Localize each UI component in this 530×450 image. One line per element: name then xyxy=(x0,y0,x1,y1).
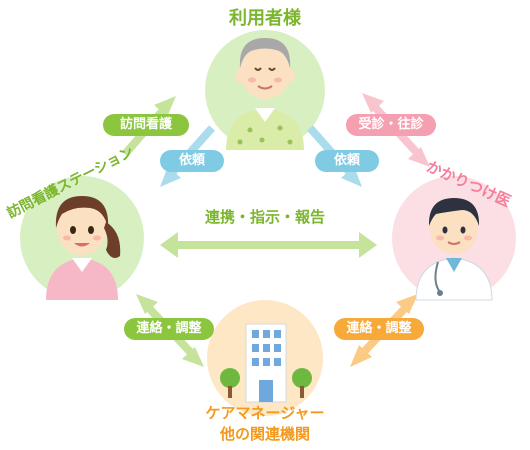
arrow-nursing-doctor xyxy=(160,232,377,258)
nurse-illustration xyxy=(46,196,121,300)
edge-label-coordination: 連携・指示・報告 xyxy=(204,208,325,226)
elderly-user-illustration xyxy=(226,38,304,150)
edge-label-contact-adjust-left: 連絡・調整 xyxy=(124,318,214,340)
care-manager-label: ケアマネージャー xyxy=(205,404,325,422)
edge-label-request-to-doctor: 依頼 xyxy=(315,150,379,172)
user-label: 利用者様 xyxy=(229,8,301,29)
related-agencies-label: 他の関連機関 xyxy=(219,425,310,443)
edge-label-request-to-nursing: 依頼 xyxy=(160,150,224,172)
edge-label-consult-visit: 受診・往診 xyxy=(346,114,436,136)
edge-label-visiting-nursing: 訪問看護 xyxy=(103,114,189,136)
building-illustration xyxy=(220,323,312,403)
edge-label-contact-adjust-right: 連絡・調整 xyxy=(334,318,424,340)
doctor-illustration xyxy=(415,198,493,301)
